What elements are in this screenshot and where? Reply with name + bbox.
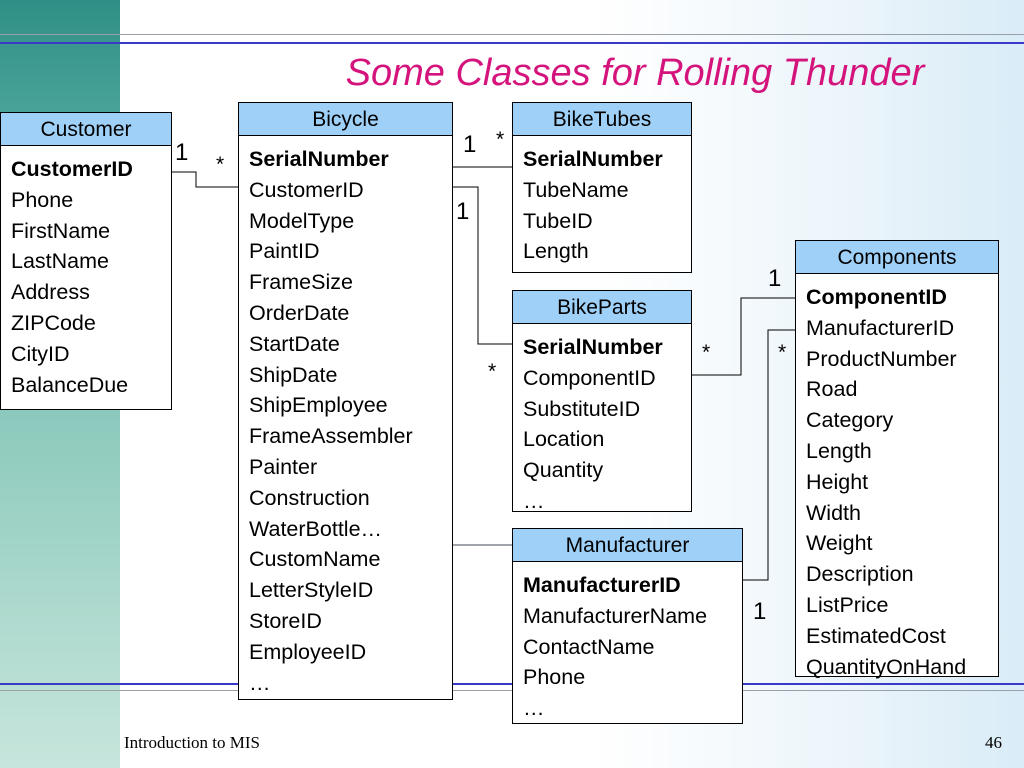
attribute: CustomName xyxy=(249,547,381,572)
attribute: StoreID xyxy=(249,608,322,633)
top-thin-rule xyxy=(0,34,1024,35)
attribute: ShipEmployee xyxy=(249,393,388,418)
biketubes-class-header: BikeTubes xyxy=(513,103,691,136)
attribute: OrderDate xyxy=(249,300,350,325)
attribute: SubstituteID xyxy=(523,396,641,421)
attribute: FrameSize xyxy=(249,270,353,295)
biketubes-attributes: SerialNumber TubeName TubeID Length xyxy=(513,136,691,267)
attribute: Width xyxy=(806,500,861,525)
customer-attributes: CustomerID Phone FirstName LastName Addr… xyxy=(1,146,171,400)
slide-title: Some Classes for Rolling Thunder xyxy=(345,52,925,94)
attribute-primary-key: SerialNumber xyxy=(523,147,663,171)
multiplicity-bicycle-tubes-one: 1 xyxy=(463,131,477,158)
components-attributes: ComponentID ManufacturerID ProductNumber… xyxy=(796,274,998,682)
manufacturer-class-header: Manufacturer xyxy=(513,529,742,562)
attribute: Address xyxy=(11,280,90,305)
multiplicity-customer-one: 1 xyxy=(175,139,189,166)
attribute: LetterStyleID xyxy=(249,578,374,603)
attribute: Category xyxy=(806,408,894,433)
attribute: StartDate xyxy=(249,331,340,356)
attribute: ComponentID xyxy=(523,365,656,390)
bicycle-class-header: Bicycle xyxy=(239,103,452,136)
customer-class-header: Customer xyxy=(1,113,171,146)
multiplicity-components-many: * xyxy=(778,341,787,364)
attribute-primary-key: CustomerID xyxy=(11,157,133,181)
attribute: QuantityOnHand xyxy=(806,654,967,679)
attribute: TubeID xyxy=(523,208,593,233)
multiplicity-biketubes-many: * xyxy=(496,128,505,151)
bikeparts-class-header: BikeParts xyxy=(513,291,691,324)
biketubes-class: BikeTubes SerialNumber TubeName TubeID L… xyxy=(512,102,692,273)
attribute: ShipDate xyxy=(249,362,338,387)
footer-course-name: Introduction to MIS xyxy=(124,733,260,752)
attribute: Height xyxy=(806,469,869,494)
bikeparts-class: BikeParts SerialNumber ComponentID Subst… xyxy=(512,290,692,513)
bicycle-attributes: SerialNumber CustomerID ModelType PaintI… xyxy=(239,136,452,698)
attribute: TubeName xyxy=(523,177,629,202)
attribute: PaintID xyxy=(249,239,320,264)
attribute: ProductNumber xyxy=(806,346,957,371)
attribute: Construction xyxy=(249,485,370,510)
attribute: … xyxy=(249,670,271,695)
attribute: CityID xyxy=(11,341,70,366)
attribute: EmployeeID xyxy=(249,639,367,664)
attribute: Phone xyxy=(523,665,586,690)
manufacturer-attributes: ManufacturerID ManufacturerName ContactN… xyxy=(513,562,742,724)
multiplicity-components-one: 1 xyxy=(768,265,782,292)
components-class-header: Components xyxy=(796,241,998,274)
manufacturer-class: Manufacturer ManufacturerID Manufacturer… xyxy=(512,528,743,724)
attribute: FirstName xyxy=(11,218,111,243)
multiplicity-bikeparts-components-many: * xyxy=(702,341,711,364)
multiplicity-bikeparts-many: * xyxy=(488,360,497,383)
attribute: ManufacturerID xyxy=(806,315,955,340)
attribute: LastName xyxy=(11,249,109,274)
attribute: Quantity xyxy=(523,458,604,483)
bikeparts-attributes: SerialNumber ComponentID SubstituteID Lo… xyxy=(513,324,691,517)
attribute: ZIPCode xyxy=(11,310,96,335)
top-rule xyxy=(0,42,1024,44)
attribute: Location xyxy=(523,427,605,452)
attribute: ListPrice xyxy=(806,592,889,617)
attribute: WaterBottle… xyxy=(249,516,383,541)
components-class: Components ComponentID ManufacturerID Pr… xyxy=(795,240,999,679)
page-number: 46 xyxy=(985,733,1002,752)
bicycle-class: Bicycle SerialNumber CustomerID ModelTyp… xyxy=(238,102,453,700)
attribute: EstimatedCost xyxy=(806,623,946,648)
attribute: … xyxy=(523,696,545,721)
attribute: ContactName xyxy=(523,634,655,659)
attribute: Phone xyxy=(11,187,74,212)
attribute: Length xyxy=(806,438,872,463)
attribute: FrameAssembler xyxy=(249,424,413,449)
attribute-primary-key: ComponentID xyxy=(806,285,947,309)
attribute: BalanceDue xyxy=(11,372,129,397)
multiplicity-manufacturer-one: 1 xyxy=(753,598,767,625)
multiplicity-bicycle-parts-one: 1 xyxy=(456,198,470,225)
attribute: ModelType xyxy=(249,208,355,233)
attribute-primary-key: SerialNumber xyxy=(249,147,389,171)
attribute-primary-key: SerialNumber xyxy=(523,335,663,359)
attribute: Painter xyxy=(249,454,318,479)
attribute: Road xyxy=(806,377,858,402)
attribute-primary-key: ManufacturerID xyxy=(523,573,681,597)
attribute: ManufacturerName xyxy=(523,603,708,628)
attribute: CustomerID xyxy=(249,177,364,202)
customer-class: Customer CustomerID Phone FirstName Last… xyxy=(0,112,172,410)
attribute: Length xyxy=(523,239,589,264)
multiplicity-customer-bicycle-many: * xyxy=(216,153,225,176)
attribute: Weight xyxy=(806,531,873,556)
attribute: … xyxy=(523,488,545,513)
attribute: Description xyxy=(806,562,914,587)
